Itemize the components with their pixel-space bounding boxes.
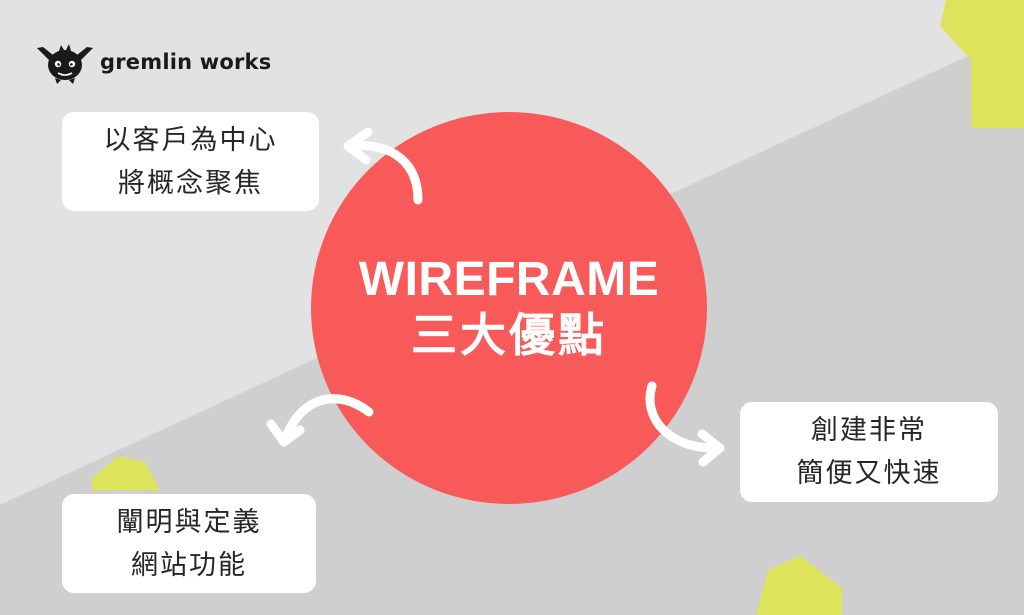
accent-shape-bottom-left bbox=[92, 456, 160, 490]
benefit-card-customer-focus: 以客戶為中心 將概念聚焦 bbox=[62, 112, 319, 211]
benefit-line-1: 闡明與定義 bbox=[116, 506, 262, 538]
accent-shape-bottom-right bbox=[756, 556, 842, 615]
benefit-line-2: 將概念聚焦 bbox=[118, 167, 263, 199]
center-title: WIREFRAME bbox=[358, 253, 660, 306]
brand-name: gremlin works bbox=[100, 50, 272, 74]
center-subtitle: 三大優點 bbox=[411, 308, 607, 362]
benefit-card-define-functions: 闡明與定義 網站功能 bbox=[62, 494, 316, 593]
accent-shape-top-right bbox=[940, 0, 1024, 128]
benefit-line-1: 以客戶為中心 bbox=[103, 124, 278, 156]
center-circle: WIREFRAME 三大優點 bbox=[311, 112, 707, 504]
gremlin-mascot-icon bbox=[37, 44, 93, 84]
benefit-line-1: 創建非常 bbox=[811, 415, 927, 446]
brand-logo: gremlin works bbox=[36, 40, 271, 84]
benefit-line-2: 網站功能 bbox=[131, 549, 247, 581]
benefit-line-2: 簡便又快速 bbox=[796, 458, 942, 489]
benefit-card-easy-fast: 創建非常 簡便又快速 bbox=[740, 402, 998, 502]
